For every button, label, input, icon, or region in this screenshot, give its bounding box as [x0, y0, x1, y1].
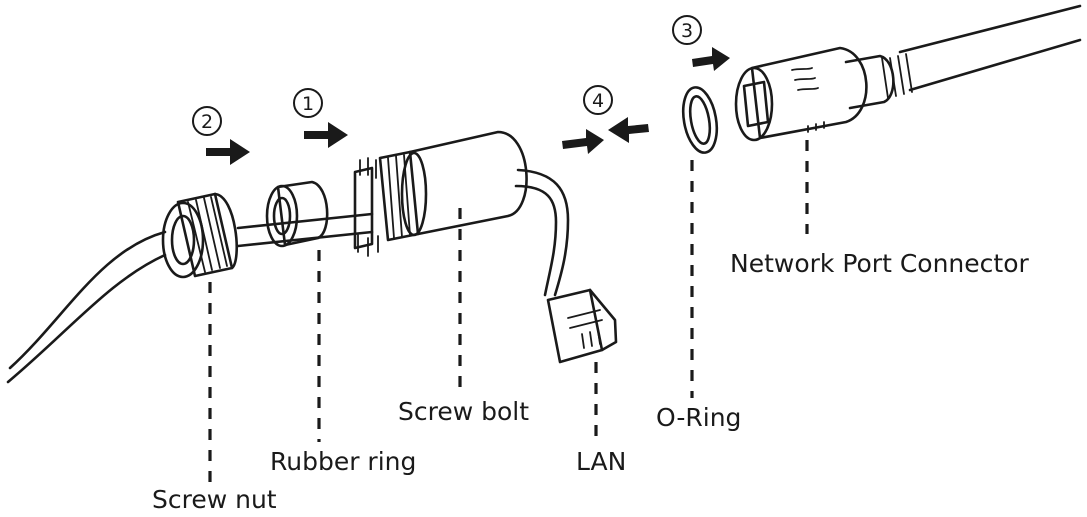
step-1-marker: 1 [293, 88, 323, 118]
step-3-marker: 3 [672, 15, 702, 45]
step-2-number: 2 [201, 111, 213, 133]
label-o-ring: O-Ring [656, 403, 741, 432]
arrow-3 [692, 47, 730, 71]
arrow-2 [206, 139, 250, 165]
rubber-ring [265, 180, 329, 248]
label-screw-nut: Screw nut [152, 485, 277, 514]
arrow-1 [304, 122, 348, 148]
screw-nut [161, 192, 239, 279]
label-screw-bolt: Screw bolt [398, 397, 529, 426]
step-2-marker: 2 [192, 106, 222, 136]
screw-bolt [353, 130, 570, 297]
step-4-number: 4 [592, 90, 604, 112]
lan-plug [546, 288, 618, 364]
lan-cable-left [6, 212, 374, 384]
arrow-4-right [562, 129, 604, 154]
label-network-port-connector: Network Port Connector [730, 249, 1030, 278]
label-lan: LAN [576, 447, 626, 476]
arrow-4-left [608, 117, 649, 143]
o-ring [681, 86, 719, 154]
label-rubber-ring: Rubber ring [270, 447, 416, 476]
network-port-connector [734, 4, 1082, 142]
step-3-number: 3 [681, 20, 693, 42]
step-1-number: 1 [302, 93, 314, 115]
step-4-marker: 4 [583, 85, 613, 115]
